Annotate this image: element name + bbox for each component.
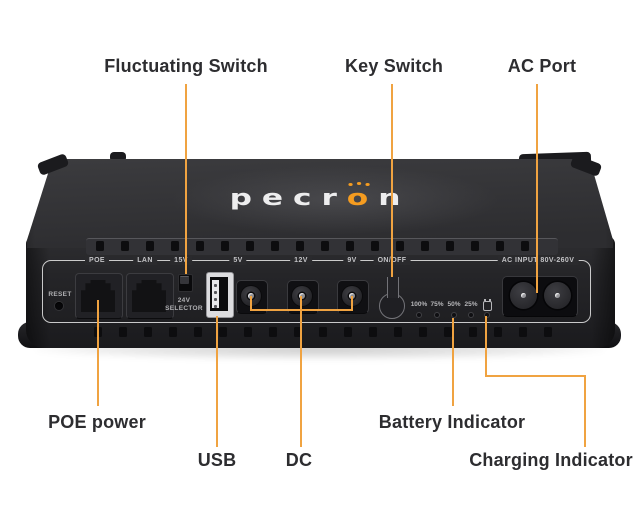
9v-label: 9V	[343, 256, 361, 265]
callout-line-charging-elbow	[485, 375, 586, 377]
brand-part2: n	[378, 186, 411, 211]
battery-100-led	[416, 312, 422, 318]
ac-socket-left	[510, 282, 537, 309]
charging-indicator-icon	[483, 299, 492, 311]
selector-knob	[180, 276, 189, 284]
vent-row-top	[96, 241, 529, 251]
ac-socket-right	[544, 282, 571, 309]
battery-25-label: 25%	[464, 301, 478, 308]
reset-label: RESET	[48, 291, 72, 298]
label-key-switch: Key Switch	[344, 56, 444, 76]
vent-row-bottom	[94, 327, 552, 337]
callout-line-charging-1	[485, 316, 487, 377]
label-usb: USB	[197, 450, 237, 470]
ac-input-label: AC INPUT 80V-260V	[497, 256, 579, 265]
callout-line-charging-2	[584, 377, 586, 447]
callout-line-usb	[216, 316, 218, 447]
reset-button[interactable]	[55, 302, 63, 310]
label-charging-indicator: Charging Indicator	[469, 450, 633, 470]
crown-icon	[356, 182, 362, 185]
poe-label: POE	[85, 256, 109, 265]
15v-label: 15V	[170, 256, 192, 265]
charging-led	[484, 312, 490, 318]
usb-tongue	[212, 280, 219, 308]
usb-port[interactable]	[206, 272, 234, 318]
callout-line-ac-port	[536, 84, 538, 293]
5v-label: 5V	[229, 256, 247, 265]
24v-selector-switch[interactable]	[178, 274, 193, 292]
lan-port-cutout	[132, 280, 166, 312]
io-panel-outline	[42, 260, 591, 323]
rear-left-bumper	[110, 152, 126, 162]
label-fluctuating-switch: Fluctuating Switch	[104, 56, 268, 76]
battery-75-label: 75%	[430, 301, 444, 308]
brand-part1: pecr	[229, 186, 347, 211]
battery-100-label: 100%	[410, 301, 428, 308]
label-dc: DC	[285, 450, 313, 470]
battery-25-led	[468, 312, 474, 318]
lan-label: LAN	[133, 256, 157, 265]
callout-line-poe	[97, 300, 99, 406]
battery-50-label: 50%	[447, 301, 461, 308]
callout-line-fluctuating-switch	[185, 84, 187, 274]
usb-contacts	[214, 284, 217, 287]
device-lid-shading	[27, 159, 613, 248]
dc-jack-12v[interactable]	[287, 280, 319, 314]
ac-pin-right	[555, 293, 560, 298]
lan-port[interactable]	[126, 273, 174, 319]
callout-line-dc	[300, 296, 302, 447]
battery-75-led	[434, 312, 440, 318]
brand-accent-letter: o	[347, 182, 378, 211]
ac-inlet-port[interactable]	[502, 276, 578, 317]
selector-caption: 24V SELECTOR	[165, 297, 203, 313]
battery-50-led	[451, 312, 457, 318]
device-lid-sheen	[170, 165, 500, 235]
callout-stub-dc-left	[250, 296, 252, 311]
ac-pin-left	[521, 293, 526, 298]
label-ac-port: AC Port	[507, 56, 577, 76]
poe-port[interactable]	[75, 273, 123, 319]
selector-caption-line1: 24V	[177, 297, 191, 304]
usb-port-slot	[210, 277, 228, 311]
label-poe-power: POE power	[48, 412, 146, 432]
callout-line-battery	[452, 318, 454, 406]
key-switch-slot	[387, 277, 399, 298]
12v-label: 12V	[290, 256, 312, 265]
selector-caption-line2: SELECTOR	[165, 305, 203, 312]
callout-line-key-switch	[391, 84, 393, 303]
callout-stub-dc-right	[351, 296, 353, 311]
label-battery-indicator: Battery Indicator	[378, 412, 526, 432]
dc-jack-9v[interactable]	[337, 280, 369, 314]
